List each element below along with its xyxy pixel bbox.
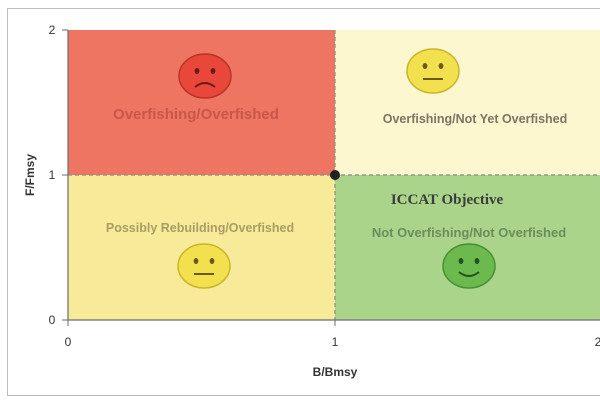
happy-face-icon (442, 243, 496, 289)
objective-label: ICCAT Objective (391, 192, 504, 208)
y-tick-label-1: 1 (49, 168, 56, 182)
x-tick-label-1: 1 (332, 335, 339, 349)
quadrant-label-bottom-right: Not Overfishing/Not Overfished (372, 225, 566, 240)
quadrant-top-left (68, 30, 335, 175)
sad-face-icon (178, 53, 232, 99)
x-tick-label-0: 0 (65, 335, 72, 349)
y-tick-label-0: 0 (49, 313, 56, 327)
x-axis-title: B/Bmsy (313, 365, 358, 379)
quadrant-label-top-left: Overfishing/Overfished (113, 106, 279, 123)
quadrant-top-right (335, 30, 600, 175)
y-axis-title: F/Fmsy (23, 154, 37, 196)
quadrant-label-bottom-left: Possibly Rebuilding/Overfished (106, 221, 294, 235)
y-tick-label-2: 2 (49, 23, 56, 37)
x-tick-label-2: 2 (595, 335, 600, 349)
neutral-face-icon (177, 243, 231, 289)
objective-point (330, 170, 340, 180)
neutral-face-icon (406, 48, 460, 94)
quadrant-label-top-right: Overfishing/Not Yet Overfished (383, 112, 568, 126)
